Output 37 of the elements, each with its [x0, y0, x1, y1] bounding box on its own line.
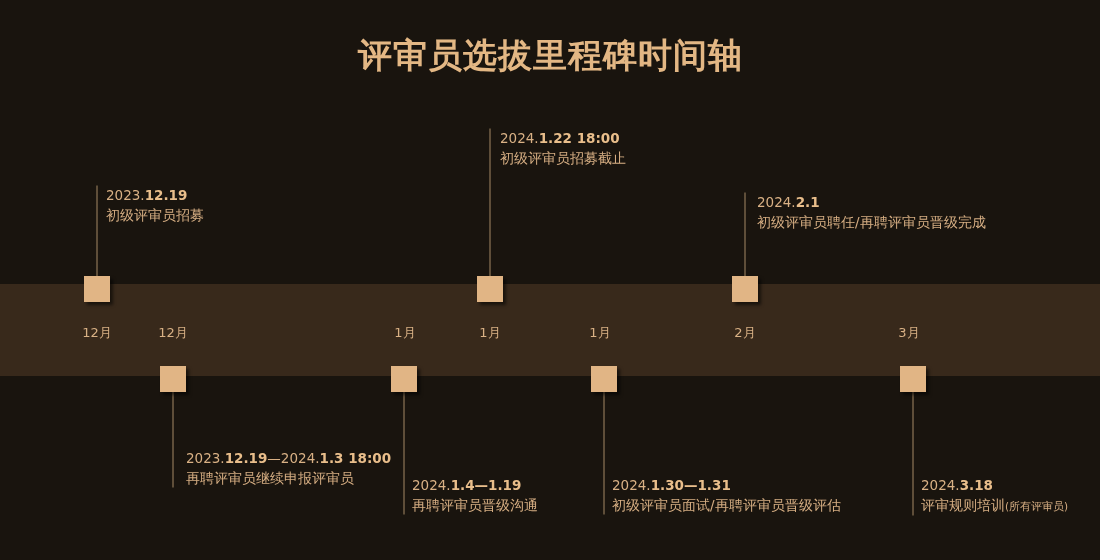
month-label: 1月	[589, 325, 611, 341]
event-description: 初级评审员面试/再聘评审员晋级评估	[612, 496, 841, 513]
milestone-marker	[84, 276, 110, 302]
leader-line	[96, 185, 98, 277]
leader-line	[403, 391, 405, 515]
diagram-title: 评审员选拔里程碑时间轴	[356, 34, 744, 76]
leader-line	[912, 391, 914, 516]
milestone-marker	[900, 366, 926, 392]
milestone-marker	[160, 366, 186, 392]
date-text: 2024.1.4—1.19	[412, 475, 523, 495]
leader-line	[603, 391, 605, 515]
event-description: 再聘评审员继续申报评审员	[186, 469, 354, 486]
milestone-marker	[391, 366, 417, 392]
leader-line	[172, 391, 174, 488]
event-description: 初级评审员招募	[106, 206, 204, 223]
month-label: 1月	[394, 325, 416, 341]
milestone-marker	[477, 276, 503, 302]
event-description: 评审规则培训	[921, 496, 1005, 513]
date-text: 2023.12.19—2024.1.3 18:00	[186, 448, 392, 468]
leader-line	[744, 192, 746, 277]
date-text: 2024.2.1	[757, 192, 821, 212]
month-label: 12月	[82, 325, 112, 341]
date-text: 2024.1.30—1.31	[612, 475, 732, 495]
event-description: 再聘评审员晋级沟通	[412, 496, 538, 513]
date-text: 2023.12.19	[106, 185, 189, 205]
description-note: (所有评审员)	[1005, 499, 1069, 512]
month-label: 3月	[898, 325, 920, 341]
event-description: 初级评审员聘任/再聘评审员晋级完成	[757, 213, 986, 230]
date-text: 2024.3.18	[921, 475, 994, 495]
event-description: 初级评审员招募截止	[500, 149, 626, 166]
month-label: 12月	[158, 325, 188, 341]
milestone-marker	[732, 276, 758, 302]
date-text: 2024.1.22 18:00	[500, 128, 621, 148]
milestone-marker	[591, 366, 617, 392]
month-label: 1月	[479, 325, 501, 341]
leader-line	[489, 128, 491, 277]
month-label: 2月	[734, 325, 756, 341]
